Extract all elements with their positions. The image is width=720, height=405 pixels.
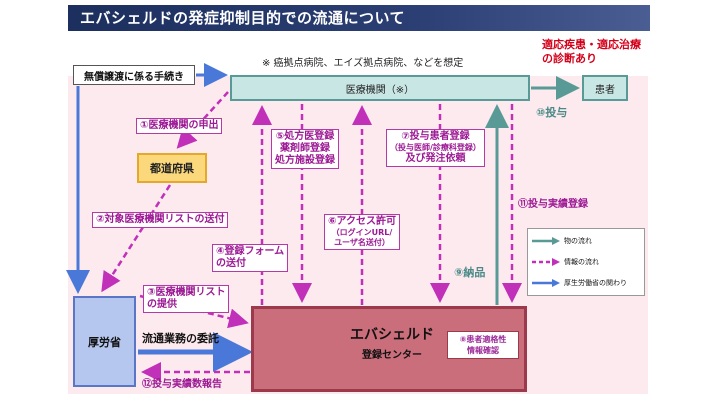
step-4-label: ④登録フォーム の送付 bbox=[212, 244, 289, 272]
legend-item-info: 情報の流れ bbox=[532, 254, 644, 270]
step-3-line-2: の提供 bbox=[147, 299, 177, 310]
indication-note: 適応疾患・適応治療 の診断あり bbox=[542, 38, 641, 66]
step-1-label: ①医療機関の申出 bbox=[136, 118, 223, 134]
legend-item-mhlw: 厚生労働省の関わり bbox=[532, 275, 644, 291]
step-6-line-3: ユーザ名送付） bbox=[334, 238, 390, 247]
step-9-label: ⑨納品 bbox=[454, 266, 486, 279]
page-title: エバシェルドの発症抑制目的での流通について bbox=[68, 5, 650, 31]
procedure-box: 無償譲渡に係る手続き bbox=[73, 65, 195, 85]
hospital-type-note: ※ 癌拠点病院、エイズ拠点病院、などを想定 bbox=[262, 58, 464, 69]
step-7-line-3: 及び発注依頼 bbox=[405, 153, 466, 164]
step-10-label: ⑩投与 bbox=[536, 106, 568, 119]
step-5-line-1: ⑤処方医登録 bbox=[275, 131, 335, 142]
prefecture-node: 都道府県 bbox=[137, 153, 207, 183]
outsourcing-label: 流通業務の委託 bbox=[142, 332, 219, 345]
step-8-line-2: 情報確認 bbox=[467, 346, 499, 355]
legend-info-label: 情報の流れ bbox=[564, 258, 599, 266]
legend-mhlw-label: 厚生労働省の関わり bbox=[564, 279, 627, 287]
patient-node: 患者 bbox=[582, 75, 628, 101]
step-7-label: ⑦投与患者登録 （投与医師/診療科登録） 及び発注依頼 bbox=[386, 129, 485, 167]
step-5-line-3: 処方施設登録 bbox=[275, 155, 335, 166]
step-5-label: ⑤処方医登録 薬剤師登録 処方施設登録 bbox=[271, 129, 339, 169]
legend-item-goods: 物の流れ bbox=[532, 233, 644, 249]
step-6-line-1: ⑥アクセス許可 bbox=[328, 216, 396, 227]
step-12-label: ⑫投与実績数報告 bbox=[142, 379, 222, 390]
step-2-label: ②対象医療機関リストの送付 bbox=[92, 212, 229, 228]
legend-goods-arrow-icon bbox=[532, 237, 560, 245]
step-7-line-1: ⑦投与患者登録 bbox=[401, 131, 470, 142]
step-7-line-2: （投与医師/診療科登録） bbox=[390, 143, 481, 152]
indication-note-line-1: 適応疾患・適応治療 bbox=[542, 38, 641, 51]
step-8-label: ⑧患者適格性 情報確認 bbox=[447, 331, 519, 359]
step-3-line-1: ③医療機関リスト bbox=[147, 287, 226, 298]
step-6-line-2: （ログインURL/ bbox=[331, 228, 393, 237]
step-5-line-2: 薬剤師登録 bbox=[280, 143, 330, 154]
step-6-label: ⑥アクセス許可 （ログインURL/ ユーザ名送付） bbox=[324, 214, 400, 250]
step-3-label: ③医療機関リスト の提供 bbox=[143, 285, 230, 313]
step-11-label: ⑪投与実績登録 bbox=[518, 199, 588, 210]
legend-mhlw-arrow-icon bbox=[532, 279, 560, 287]
step-4-line-1: ④登録フォーム bbox=[216, 246, 285, 257]
arrow-step-2 bbox=[101, 184, 172, 293]
legend: 物の流れ 情報の流れ 厚生労働省の関わり bbox=[527, 228, 645, 296]
step-8-line-1: ⑧患者適格性 bbox=[459, 335, 507, 344]
medical-institution-node: 医療機関（※） bbox=[230, 75, 530, 101]
legend-info-arrow-icon bbox=[532, 258, 560, 266]
mhlw-node: 厚労省 bbox=[73, 296, 136, 387]
step-4-line-2: の送付 bbox=[216, 258, 246, 269]
registration-center-sub: 登録センター bbox=[362, 350, 422, 361]
indication-note-line-2: の診断あり bbox=[542, 52, 597, 65]
registration-center-name: エバシェルド bbox=[350, 327, 434, 343]
legend-goods-label: 物の流れ bbox=[564, 237, 592, 245]
